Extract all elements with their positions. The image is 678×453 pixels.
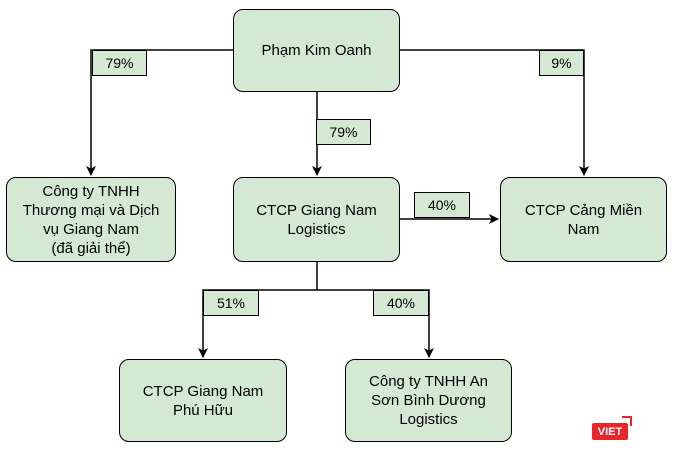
edge-logistics-an-son <box>317 289 434 358</box>
logo-mark <box>622 416 632 426</box>
pct-owner-trading: 79% <box>92 50 147 76</box>
node-cang-mien-nam: CTCP Cảng Miền Nam <box>500 177 667 262</box>
pct-owner-logistics: 79% <box>316 119 371 145</box>
edge-owner-cang <box>400 49 589 176</box>
edge-logistics-branch <box>198 262 318 358</box>
node-giang-nam-logistics: CTCP Giang Nam Logistics <box>233 177 400 262</box>
node-giang-nam-trading: Công ty TNHH Thương mại và Dịch vụ Giang… <box>6 177 176 262</box>
node-owner: Phạm Kim Oanh <box>233 9 400 92</box>
node-an-son-binh-duong: Công ty TNHH An Sơn Bình Dương Logistics <box>345 359 512 442</box>
pct-logistics-cang: 40% <box>414 192 470 218</box>
node-giang-nam-phu-huu: CTCP Giang Nam Phú Hữu <box>119 359 287 442</box>
viet-logo: VIET <box>592 423 628 440</box>
pct-logistics-an-son: 40% <box>373 290 429 316</box>
pct-logistics-phu-huu: 51% <box>203 290 259 316</box>
edge-owner-trading <box>86 49 233 176</box>
pct-owner-cang: 9% <box>539 50 584 76</box>
